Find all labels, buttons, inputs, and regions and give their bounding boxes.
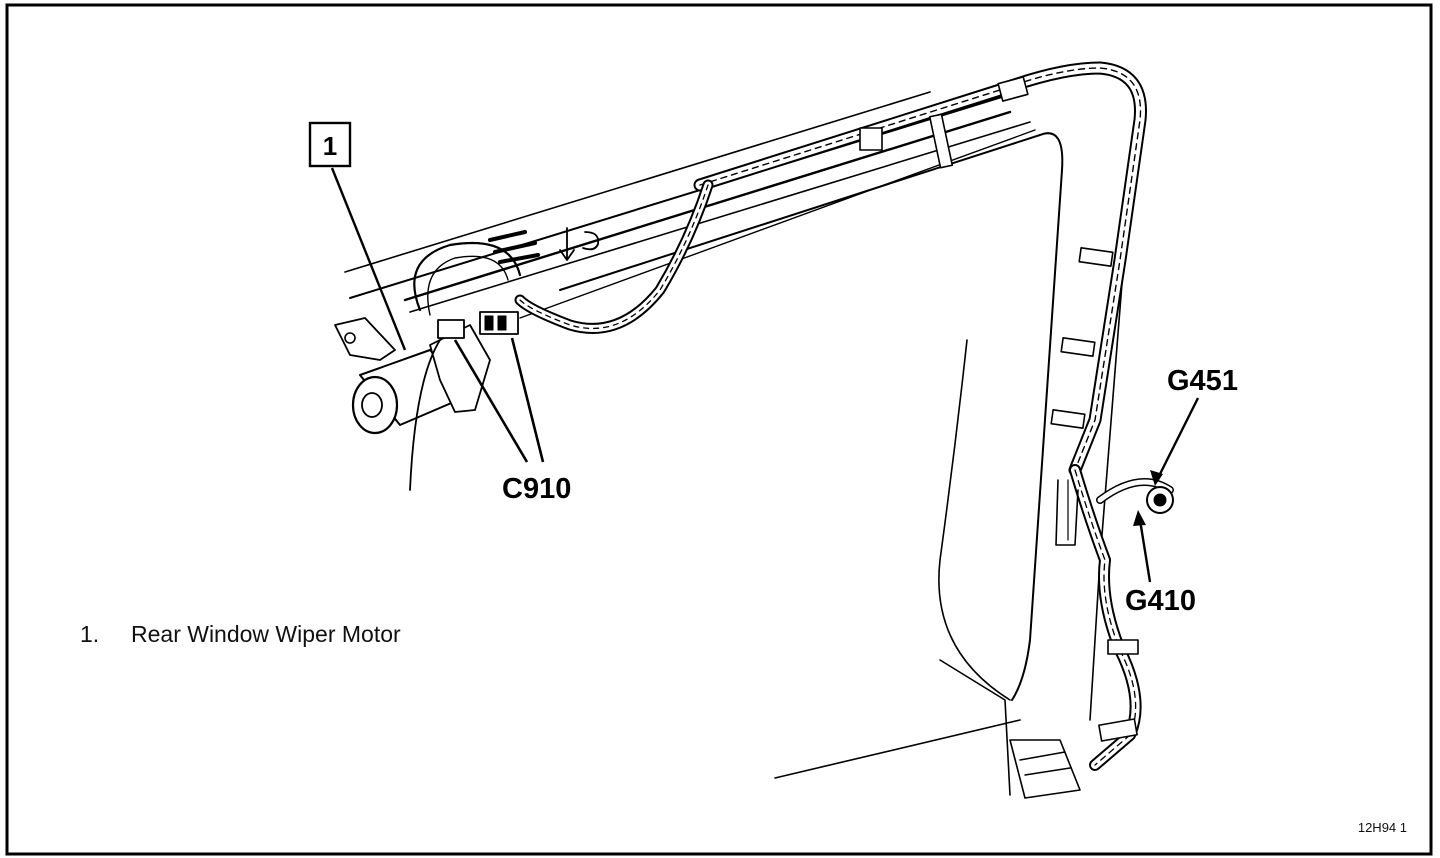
c910-label: C910 <box>502 473 571 505</box>
wiper-motor <box>334 227 600 491</box>
callout-1-box <box>308 121 352 168</box>
figure-id: 12H94 1 <box>1358 820 1407 835</box>
g451-label: G451 <box>1167 365 1238 397</box>
callout-1-leader <box>330 167 407 351</box>
callout-g451: G451 <box>1150 365 1238 486</box>
g410-arrowhead <box>1133 510 1146 526</box>
wire-harness <box>514 61 1174 771</box>
c910-leader-right <box>510 337 545 463</box>
callout-1: 1 <box>308 121 407 351</box>
legend: 1. Rear Window Wiper Motor <box>80 621 401 647</box>
g451-leader <box>1156 397 1200 479</box>
callout-c910: C910 <box>453 337 571 505</box>
g410-label: G410 <box>1125 585 1196 617</box>
c910-leader-left <box>453 339 529 463</box>
legend-item-text: Rear Window Wiper Motor <box>131 621 401 647</box>
diagram-border <box>5 3 1433 856</box>
g451-arrowhead <box>1150 470 1163 486</box>
g410-leader <box>1138 519 1152 583</box>
callout-1-number: 1 <box>323 131 337 161</box>
legend-item-number: 1. <box>80 621 99 647</box>
callout-g410: G410 <box>1125 510 1196 617</box>
